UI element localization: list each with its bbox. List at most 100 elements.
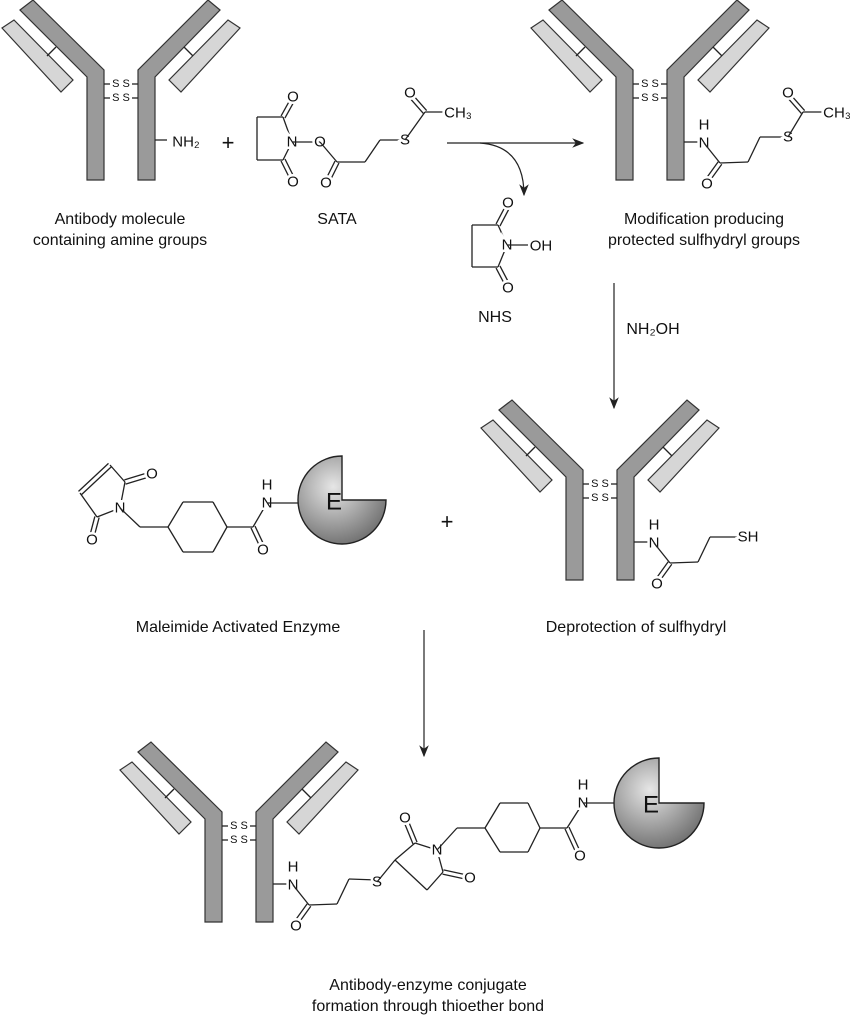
bond xyxy=(527,802,541,829)
bond xyxy=(183,46,194,57)
enzyme-shape xyxy=(297,455,387,545)
bond xyxy=(93,517,100,537)
bond xyxy=(484,827,501,853)
bond xyxy=(284,158,296,180)
bond xyxy=(167,526,184,553)
enzyme-conjugate: E xyxy=(613,757,705,849)
bond xyxy=(564,828,577,854)
bond xyxy=(704,161,719,181)
bond xyxy=(297,905,312,925)
heavy-chain-right xyxy=(255,741,339,923)
disulfide-bond-label: S S xyxy=(641,92,659,104)
bond xyxy=(407,819,418,843)
bond xyxy=(124,472,148,481)
bond xyxy=(164,788,175,799)
disulfide-bond-label: S S xyxy=(230,820,248,832)
bond xyxy=(436,849,444,873)
bond xyxy=(404,111,426,141)
bond xyxy=(525,446,536,457)
light-chain-left xyxy=(1,19,74,93)
bond xyxy=(376,859,396,883)
heavy-chain-right xyxy=(616,399,700,581)
bond xyxy=(527,827,541,853)
bond xyxy=(747,136,761,163)
bond xyxy=(426,871,444,891)
atom-o: O xyxy=(651,576,663,593)
bond xyxy=(292,884,310,906)
bond xyxy=(669,561,699,564)
bond xyxy=(252,502,268,528)
nhs-caption: NHS xyxy=(478,309,512,326)
atom-o: O xyxy=(782,85,794,102)
bond xyxy=(414,842,438,851)
light-chain-right xyxy=(647,419,720,493)
reagent-label: NH₂OH xyxy=(626,321,679,338)
bond xyxy=(785,96,802,114)
bond xyxy=(394,859,428,891)
bond xyxy=(336,878,350,905)
bond xyxy=(499,265,511,286)
methyl-label: CH₃ xyxy=(823,105,851,122)
plus-sign-middle: + xyxy=(441,509,454,534)
bond xyxy=(293,903,308,923)
bond xyxy=(566,802,584,829)
light-chain-right xyxy=(697,19,770,93)
antibody-with-amine: S SS S xyxy=(1,0,241,181)
amine-group-label: NH₂ xyxy=(172,134,200,151)
atom-h: H xyxy=(262,477,273,494)
modification-caption-line1: Modification producing xyxy=(624,211,784,228)
bond xyxy=(348,878,378,881)
atom-h: H xyxy=(699,117,710,134)
atom-o: O xyxy=(290,918,302,935)
heavy-chain-left xyxy=(137,741,223,923)
disulfide-bond-label: S S xyxy=(591,492,609,504)
bond xyxy=(167,501,184,528)
bond xyxy=(411,93,428,111)
bond xyxy=(719,161,749,164)
atom-o: O xyxy=(146,466,158,483)
atom-o: O xyxy=(502,280,514,297)
bond xyxy=(407,96,424,114)
bond xyxy=(653,542,671,564)
bond xyxy=(394,842,416,861)
light-chain-left xyxy=(480,419,553,493)
bond xyxy=(787,111,804,138)
bond xyxy=(79,492,98,518)
bond xyxy=(495,267,507,288)
atom-o: O xyxy=(404,85,416,102)
atom-o: O xyxy=(399,810,411,827)
bond xyxy=(443,869,467,876)
bond xyxy=(325,160,336,180)
deprotection-caption: Deprotection of sulfhydryl xyxy=(546,619,727,636)
atom-o: O xyxy=(502,195,514,212)
sulfhydryl-label: SH xyxy=(738,529,759,546)
bond xyxy=(250,527,261,548)
bond xyxy=(789,93,806,111)
light-chain-left xyxy=(119,761,192,835)
hydroxyl-label: OH xyxy=(530,238,553,255)
atom-o: O xyxy=(287,89,299,106)
bond xyxy=(329,162,340,182)
bond xyxy=(497,244,508,268)
bond xyxy=(403,821,414,845)
atom-o: O xyxy=(86,532,98,549)
atom-o: O xyxy=(320,175,332,192)
bond xyxy=(499,206,511,227)
bond xyxy=(89,516,96,536)
antibody-conjugate: S SS S xyxy=(119,741,359,923)
byproduct-arrow xyxy=(479,142,529,197)
bond xyxy=(442,873,466,880)
sata-caption: SATA xyxy=(317,211,357,228)
antibody-protected-sulfhydryl: S SS S xyxy=(530,0,770,181)
bond xyxy=(654,561,669,581)
bond xyxy=(282,116,293,143)
antibody-caption-line1: Antibody molecule xyxy=(55,211,186,228)
enzyme-middle: E xyxy=(297,455,387,545)
bond xyxy=(282,141,293,161)
atom-h: H xyxy=(578,777,589,794)
heavy-chain-right xyxy=(666,0,750,181)
bond xyxy=(119,481,126,509)
disulfide-bond-label: S S xyxy=(591,478,609,490)
atom-o: O xyxy=(701,176,713,193)
